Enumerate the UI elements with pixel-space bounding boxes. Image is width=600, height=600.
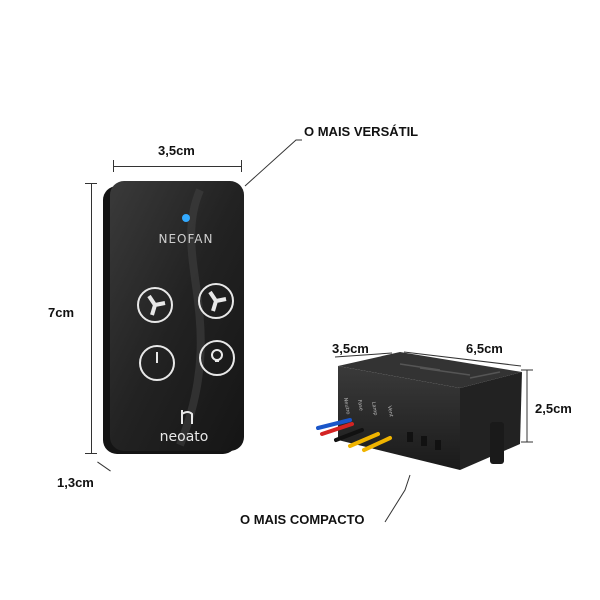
light-button (199, 340, 235, 376)
receiver-length-label: 6,5cm (466, 341, 503, 356)
receiver-height-label: 2,5cm (535, 401, 572, 416)
neoato-logo-icon (181, 410, 193, 424)
wire-yellow-2 (362, 436, 392, 452)
fan-high-button (198, 283, 234, 319)
compact-callout: O MAIS COMPACTO (240, 512, 365, 527)
remote-width-dimension-line (113, 166, 241, 167)
versatile-callout: O MAIS VERSÁTIL (304, 124, 419, 139)
receiver-length-dimension-line (403, 351, 522, 367)
svg-text:Fase: Fase (356, 399, 364, 411)
remote-height-tick-top (85, 183, 97, 184)
remote-swoosh (176, 188, 205, 447)
receiver-side-face (460, 372, 522, 470)
receiver-front-face (338, 366, 460, 470)
fan-low-button (137, 287, 173, 323)
receiver-width-dimension-line (334, 352, 393, 358)
status-led-icon (182, 214, 190, 222)
wire-blue (316, 418, 352, 430)
remote-depth-label: 1,3cm (57, 475, 94, 490)
remote-brand-bottom: neoato (160, 429, 209, 445)
receiver-clip (490, 422, 504, 464)
compact-leader-line (384, 474, 411, 523)
wire-black (334, 428, 364, 442)
dimmer-button (139, 345, 175, 381)
receiver-width-label: 3,5cm (332, 341, 369, 356)
versatile-leader-line (244, 139, 302, 187)
remote-width-tick-left (113, 160, 114, 172)
svg-text:Neutro: Neutro (342, 397, 351, 415)
wire-yellow-1 (348, 432, 380, 448)
remote-width-tick-right (241, 160, 242, 172)
remote-body (110, 181, 244, 451)
wire-red (320, 422, 354, 436)
svg-text:Lamp: Lamp (370, 401, 378, 416)
remote-height-dimension-line (91, 183, 92, 453)
svg-text:Vent: Vent (386, 405, 394, 417)
remote-width-label: 3,5cm (158, 143, 195, 158)
remote-height-label: 7cm (48, 305, 75, 320)
remote-brand-top: NEOFAN (159, 232, 214, 246)
receiver-terminal-labels: Neutro Fase Lamp Vent (342, 397, 394, 417)
receiver-vents (399, 363, 501, 379)
receiver-terminals (407, 432, 441, 450)
remote-height-tick-bottom (85, 453, 97, 454)
